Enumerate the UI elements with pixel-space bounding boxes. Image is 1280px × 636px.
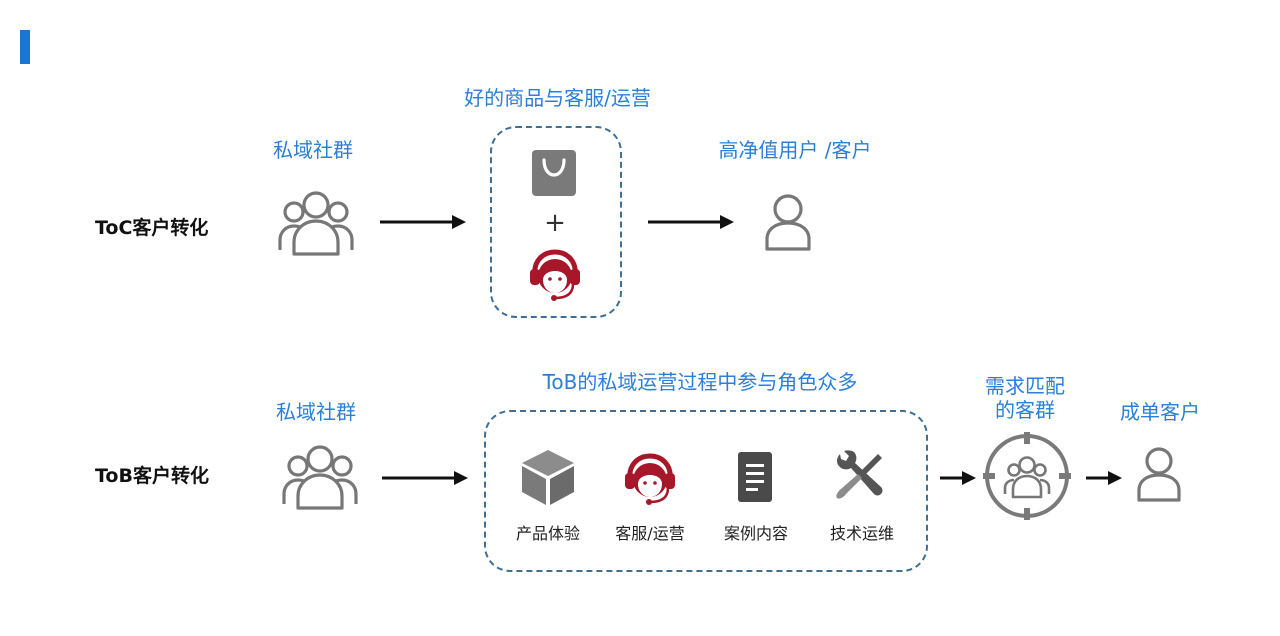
group-users-icon	[282, 442, 358, 512]
toc-community-label: 私域社群	[273, 138, 353, 162]
role-label: 案例内容	[723, 524, 788, 543]
tob-arrow-1	[382, 468, 468, 488]
tob-match-label: 需求匹配 的客群	[960, 374, 1090, 422]
customer-service-headset-icon	[529, 248, 581, 302]
tob-result-label: 成单客户	[1120, 400, 1200, 424]
user-icon	[764, 192, 812, 252]
tob-match-label-line1: 需求匹配	[985, 374, 1065, 398]
role-label: 产品体验	[515, 524, 580, 543]
tob-box-title: ToB的私域运营过程中参与角色众多	[542, 370, 858, 394]
tob-arrow-2	[940, 468, 976, 488]
toc-product-service-box	[490, 126, 622, 318]
group-users-icon	[278, 188, 354, 258]
role-label: 技术运维	[829, 524, 894, 543]
toc-box-title: 好的商品与客服/运营	[464, 86, 651, 110]
tob-community-label: 私域社群	[276, 400, 356, 424]
toc-result-label: 高净值用户 /客户	[718, 138, 872, 162]
toc-row-title: ToC客户转化	[95, 217, 209, 239]
shopping-bag-icon	[532, 150, 576, 196]
target-group-icon	[983, 432, 1071, 520]
document-icon	[738, 452, 772, 502]
toc-arrow-2	[648, 212, 734, 232]
toc-arrow-1	[380, 212, 466, 232]
customer-service-headset-icon	[624, 452, 676, 506]
user-icon	[1136, 445, 1182, 503]
plus-sign: +	[544, 208, 566, 238]
tob-roles-box	[484, 410, 928, 572]
tools-icon	[834, 450, 884, 502]
tob-arrow-3	[1086, 468, 1122, 488]
cube-icon	[520, 448, 576, 506]
tob-row-title: ToB客户转化	[95, 465, 209, 487]
title-accent-bar	[20, 30, 30, 64]
role-label: 客服/运营	[615, 524, 685, 543]
tob-match-label-line2: 的客群	[995, 398, 1055, 422]
